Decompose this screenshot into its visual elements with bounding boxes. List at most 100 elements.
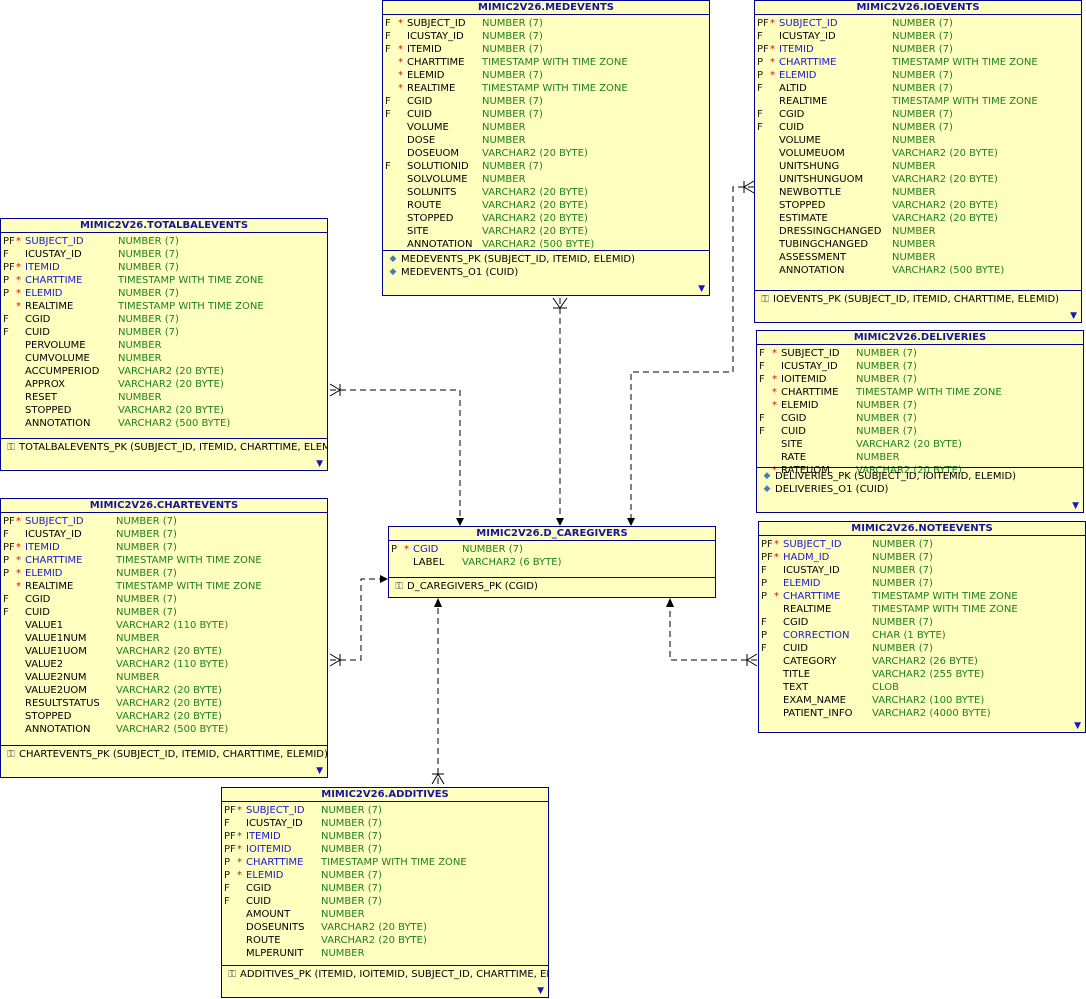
expand-down-icon[interactable]: ▼	[698, 284, 705, 294]
expand-down-icon[interactable]: ▼	[316, 459, 323, 469]
index-row[interactable]: ◆DELIVERIES_PK (SUBJECT_ID, IOITEMID, EL…	[757, 470, 1083, 483]
index-row[interactable]: ⚿TOTALBALEVENTS_PK (SUBJECT_ID, ITEMID, …	[1, 441, 327, 454]
relationship-medevents-to-caregivers[interactable]	[552, 297, 568, 526]
expand-down-icon[interactable]: ▼	[316, 766, 323, 776]
expand-down-icon[interactable]: ▼	[1070, 311, 1077, 321]
index-row[interactable]: ⚿CHARTEVENTS_PK (SUBJECT_ID, ITEMID, CHA…	[1, 748, 327, 761]
index-row[interactable]: ⚿IOEVENTS_PK (SUBJECT_ID, ITEMID, CHARTT…	[755, 293, 1081, 306]
index-row[interactable]: ◆MEDEVENTS_PK (SUBJECT_ID, ITEMID, ELEMI…	[383, 253, 709, 266]
expand-down-icon[interactable]: ▼	[1074, 721, 1081, 731]
expand-down-icon[interactable]: ▼	[537, 986, 544, 996]
relationship-noteevents-to-caregivers[interactable]	[666, 598, 758, 667]
expand-down-icon[interactable]: ▼	[1072, 501, 1079, 511]
relationship-chartevents-to-caregivers[interactable]	[329, 575, 388, 667]
